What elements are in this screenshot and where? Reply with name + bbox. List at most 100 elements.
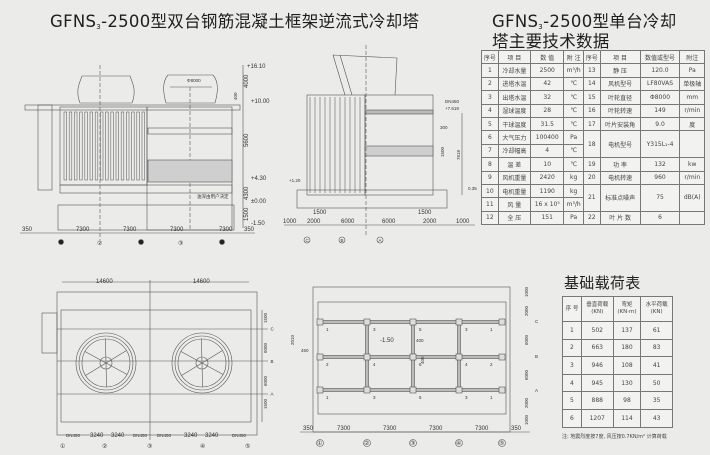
louver bbox=[141, 111, 145, 181]
axis-label: C bbox=[271, 327, 275, 332]
tech-title-line2: 塔主要技术数据 bbox=[492, 32, 610, 51]
table-cell: 17 bbox=[582, 116, 601, 132]
louver bbox=[115, 111, 119, 181]
table-cell: 项 目 bbox=[497, 49, 531, 65]
table-cell: 温 差 bbox=[497, 157, 531, 172]
table-cell: 42 bbox=[529, 76, 565, 92]
foundation-column bbox=[363, 386, 371, 394]
table-cell: 502 bbox=[580, 321, 614, 340]
plan-bottom: 3240 bbox=[184, 433, 198, 439]
fnd-label: -1.50 bbox=[380, 338, 394, 344]
table-cell: ℃ bbox=[563, 143, 584, 159]
table-cell: 功 率 bbox=[599, 157, 641, 172]
louver bbox=[94, 111, 99, 181]
fan-ring bbox=[174, 335, 230, 391]
table-cell: 进塔水温 bbox=[497, 76, 531, 92]
front-dim: 350 bbox=[22, 227, 33, 233]
axis-label: A bbox=[535, 388, 538, 393]
foundation-column bbox=[455, 318, 463, 326]
table-cell: 风机重量 bbox=[497, 170, 531, 185]
side-label: 7618 bbox=[456, 149, 461, 160]
plan-dim: 14600 bbox=[96, 279, 113, 285]
table-cell: 2 bbox=[562, 338, 582, 358]
fan-blade bbox=[201, 362, 203, 388]
table-cell: 3 bbox=[562, 356, 582, 375]
side-label: +1.20 bbox=[289, 178, 301, 183]
foundation-column bbox=[498, 386, 506, 394]
table-cell: 11 bbox=[481, 197, 499, 212]
louver bbox=[63, 111, 67, 181]
axis-label: ④ bbox=[200, 443, 205, 450]
table-cell: 14 bbox=[582, 76, 601, 92]
level-label: +4.30 bbox=[251, 176, 267, 182]
load-table-title: 基础载荷表 bbox=[564, 274, 641, 292]
table-cell: m³/h bbox=[563, 63, 584, 78]
foundation-column bbox=[409, 318, 417, 326]
table-cell: Y315L₁-4 bbox=[639, 130, 681, 159]
foundation-column bbox=[316, 386, 324, 394]
column-id: 3 bbox=[373, 395, 376, 400]
table-header: 序 号垂直荷载(KN)弯矩(KN·m)水平荷载(KN) bbox=[562, 296, 673, 322]
side-dim: 6000 bbox=[382, 219, 396, 225]
table-cell: 13 bbox=[582, 63, 601, 78]
fan-blade bbox=[105, 362, 107, 388]
table-cell: 43 bbox=[640, 408, 673, 428]
table-cell: kg bbox=[563, 170, 584, 185]
axis-label: B bbox=[341, 238, 344, 243]
column-id: 5 bbox=[419, 395, 422, 400]
table-cell: 4 bbox=[481, 103, 499, 118]
table-cell: 83 bbox=[640, 338, 673, 358]
louver bbox=[89, 111, 93, 181]
fnd-label: 450 bbox=[301, 348, 309, 353]
foundation-column bbox=[316, 353, 324, 361]
table-cell bbox=[679, 130, 705, 159]
front-dim: 7300 bbox=[170, 227, 184, 233]
fnd-dim: 7300 bbox=[337, 426, 351, 432]
table-cell: 19 bbox=[582, 157, 601, 172]
table-cell: 10 bbox=[481, 183, 499, 199]
table-cell: 6 bbox=[481, 130, 499, 145]
axis-label: ① bbox=[60, 443, 65, 450]
fnd-dim: 350 bbox=[511, 426, 522, 432]
table-cell: r/min bbox=[679, 103, 705, 118]
plan-bottom: DN450 bbox=[157, 433, 172, 438]
table-cell: 61 bbox=[640, 321, 673, 340]
front-dim: 7300 bbox=[123, 227, 137, 233]
axis-label: C bbox=[306, 238, 310, 243]
height-dim: 1500 bbox=[244, 207, 250, 221]
header-text: (KN·m) bbox=[617, 309, 637, 315]
table-cell: 湿球温度 bbox=[497, 103, 531, 118]
fnd-dim: 6000 bbox=[524, 334, 529, 345]
side-label: DN450 bbox=[445, 99, 460, 104]
table-cell: kg bbox=[563, 183, 584, 199]
table-cell: 静 压 bbox=[599, 63, 641, 78]
axis-label: ② bbox=[364, 440, 369, 447]
foundation-column bbox=[498, 353, 506, 361]
front-dim: 7300 bbox=[76, 227, 90, 233]
axis-label: ③ bbox=[410, 440, 415, 447]
table-cell: 干球温度 bbox=[497, 116, 531, 132]
foundation-column bbox=[363, 353, 371, 361]
table-cell: 全 压 bbox=[497, 210, 531, 226]
table-cell: 叶轮转速 bbox=[599, 103, 641, 118]
height-dim: 4000 bbox=[244, 74, 250, 88]
table-cell: 标准点噪声 bbox=[599, 183, 641, 212]
table-cell: 附 注 bbox=[563, 49, 584, 65]
table-cell: 3 bbox=[481, 90, 499, 105]
column-id: 2 bbox=[326, 362, 329, 367]
axis-circle bbox=[455, 439, 463, 447]
front-elevation: 350 7300 7300 7300 7300 350 ② ③ +16.10 +… bbox=[20, 64, 270, 247]
table-cell: 项 目 bbox=[599, 49, 641, 65]
table-cell: 50 bbox=[640, 373, 673, 393]
fan-blade bbox=[105, 362, 128, 375]
load-table-note: 注: 地震烈度按7度, 风压按0.7KN/m² 计算荷载 bbox=[562, 434, 667, 440]
louver bbox=[100, 111, 104, 181]
table-cell: 946 bbox=[580, 356, 614, 375]
